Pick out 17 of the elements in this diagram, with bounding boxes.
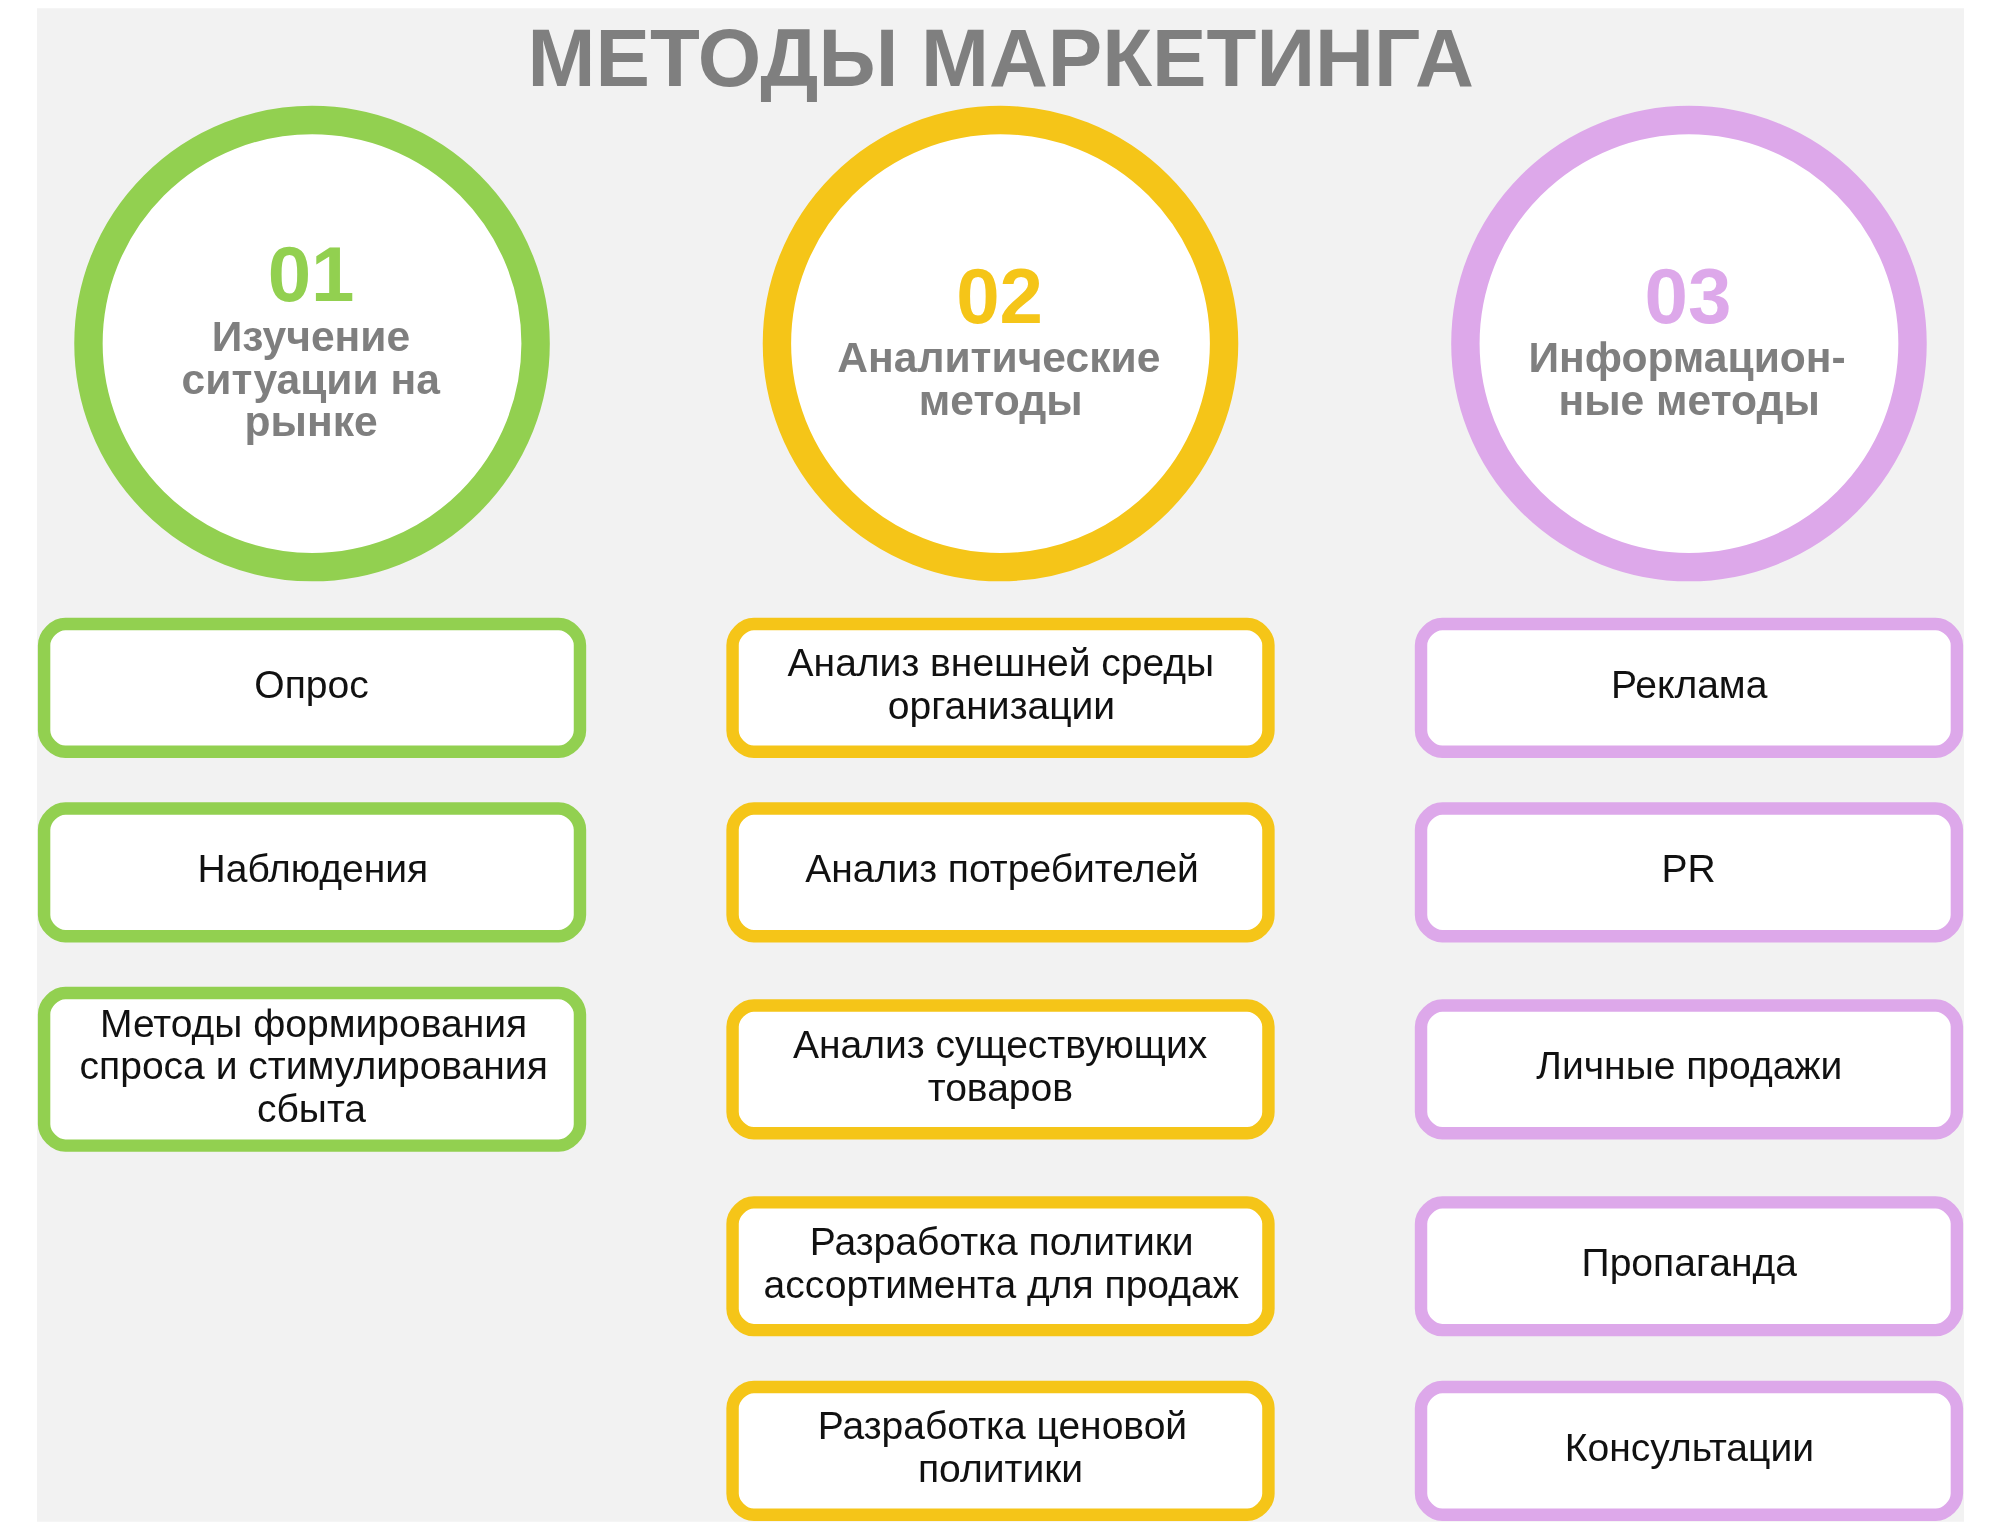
- node-box: Анализ потребителей: [725, 802, 1275, 943]
- node-circle: 01 Изучение ситуации на рынке: [73, 105, 550, 582]
- node-box: PR: [1414, 802, 1963, 943]
- node-box: Консультации: [1414, 1380, 1963, 1521]
- node-box: Пропаганда: [1414, 1196, 1963, 1337]
- node-box: Реклама: [1414, 617, 1963, 758]
- node-box: Личные продажи: [1414, 999, 1963, 1140]
- node-box: Разработка ценовой политики: [725, 1380, 1275, 1521]
- diagram-title: МЕТОДЫ МАРКЕТИНГА: [527, 11, 1474, 103]
- node-box: Анализ внешней среды организации: [725, 617, 1275, 758]
- node-box: Опрос: [37, 617, 586, 758]
- node-circle: 02 Аналитические методы: [762, 105, 1238, 582]
- node-box: Методы формирования спроса и стимулирования сбыта: [37, 986, 586, 1152]
- node-box: Разработка политики ассортимента для продаж: [725, 1196, 1275, 1337]
- node-box: Наблюдения: [37, 802, 586, 943]
- node-box: Анализ существующих товаров: [725, 999, 1275, 1140]
- node-circle: 03 Информацион- ные методы: [1450, 105, 1927, 582]
